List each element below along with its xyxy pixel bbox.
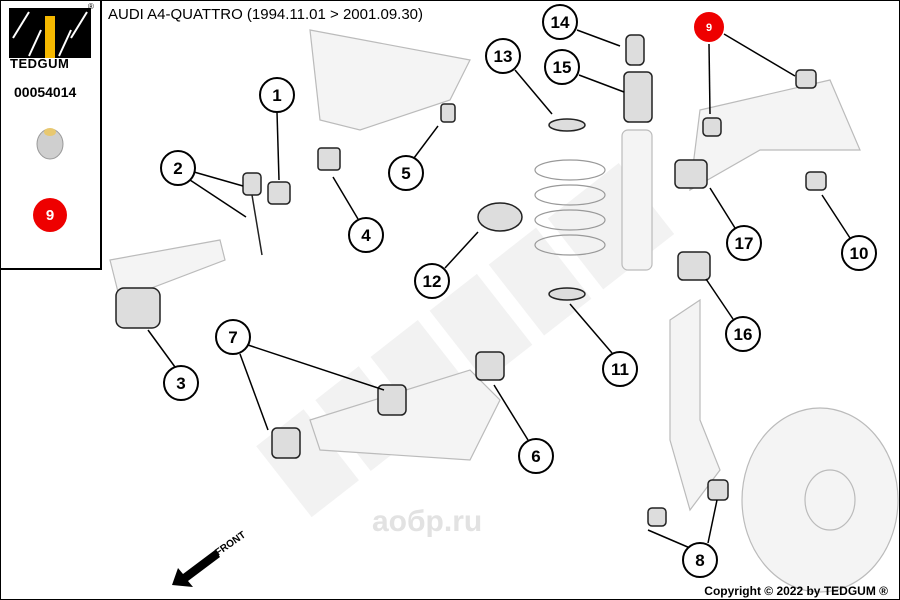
bushings — [115, 34, 827, 527]
callout-number: 15 — [553, 58, 572, 77]
callout-9: 9 — [694, 12, 724, 42]
callout-2: 2 — [160, 150, 196, 186]
callout-circle — [544, 49, 580, 85]
callout-number: 6 — [531, 447, 540, 466]
callout-7: 7 — [215, 319, 251, 355]
selected-position-badge: 9 — [33, 198, 67, 232]
callout-number: 1 — [272, 86, 281, 105]
callout-circle — [388, 155, 424, 191]
front-direction-arrow: FRONT — [172, 530, 248, 587]
callout-number: 4 — [361, 226, 371, 245]
callout-number: 16 — [734, 325, 753, 344]
callout-circle — [694, 12, 724, 42]
part-thumbnail — [36, 128, 64, 160]
callout-number: 3 — [176, 374, 185, 393]
callout-circle — [518, 438, 554, 474]
tedgum-logo — [9, 8, 91, 58]
vehicle-title: AUDI A4-QUATTRO (1994.11.01 > 2001.09.30… — [108, 6, 424, 23]
brand-name: TEDGUM — [10, 56, 70, 71]
shock-absorber — [621, 129, 653, 271]
callout-circle — [726, 225, 762, 261]
callout-circle — [348, 217, 384, 253]
callout-circle — [160, 150, 196, 186]
callout-number: 2 — [173, 159, 182, 178]
registered-mark: ® — [88, 2, 94, 11]
steering-knuckle — [669, 298, 721, 512]
stabilizer-bar — [109, 239, 226, 301]
lower-control-arm — [309, 369, 501, 461]
callout-number: 9 — [706, 22, 712, 34]
callout-15: 15 — [544, 49, 580, 85]
front-label: FRONT — [213, 530, 248, 559]
copyright: Copyright © 2022 by TEDGUM ® — [704, 584, 888, 598]
callout-number: 17 — [735, 234, 754, 253]
callout-6: 6 — [518, 438, 554, 474]
callout-3: 3 — [163, 365, 199, 401]
callout-number: 13 — [494, 47, 513, 66]
callout-circle — [542, 4, 578, 40]
callout-circle — [682, 542, 718, 578]
callout-1: 1 — [259, 77, 295, 113]
callout-circle — [602, 351, 638, 387]
brand-panel: ® TEDGUM 00054014 9 — [0, 0, 102, 270]
callout-11: 11 — [602, 351, 638, 387]
callout-number: 11 — [611, 360, 629, 379]
callout-4: 4 — [348, 217, 384, 253]
callout-10: 10 — [841, 235, 877, 271]
callout-number: 12 — [423, 272, 442, 291]
callout-number: 14 — [551, 13, 570, 32]
callout-circle — [414, 263, 450, 299]
callout-circle — [841, 235, 877, 271]
callout-16: 16 — [725, 316, 761, 352]
callout-13: 13 — [485, 38, 521, 74]
callout-17: 17 — [726, 225, 762, 261]
parts-drawing — [109, 29, 899, 593]
watermark-tedgum — [256, 163, 675, 518]
callout-8: 8 — [682, 542, 718, 578]
callout-circle — [163, 365, 199, 401]
callout-number: 5 — [401, 164, 410, 183]
callout-14: 14 — [542, 4, 578, 40]
callout-number: 7 — [228, 328, 237, 347]
leader-lines — [147, 29, 851, 549]
callout-5: 5 — [388, 155, 424, 191]
callout-circle — [725, 316, 761, 352]
part-number: 00054014 — [14, 84, 77, 100]
callout-12: 12 — [414, 263, 450, 299]
watermark-aobp: аобр.ru — [372, 505, 483, 538]
coil-spring — [534, 159, 606, 256]
callout-circle — [485, 38, 521, 74]
upper-control-arm — [309, 29, 471, 131]
callout-number: 10 — [850, 244, 869, 263]
callout-number: 8 — [695, 551, 704, 570]
callout-circle — [259, 77, 295, 113]
callout-circle — [215, 319, 251, 355]
